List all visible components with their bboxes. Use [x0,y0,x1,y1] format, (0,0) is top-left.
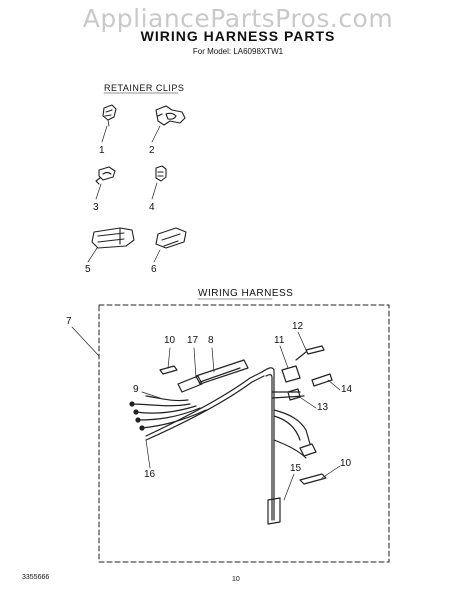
callout-14: 14 [341,384,353,395]
retainer-clip-3 [95,166,116,185]
wiring-harness [129,345,333,525]
callout-16: 16 [144,469,156,480]
harness-frame [98,304,390,563]
callout-10-top: 10 [164,335,176,346]
callout-10-bottom: 10 [340,458,352,469]
document-number: 3355666 [22,574,50,581]
callout-9: 9 [133,384,139,395]
clip-label-4: 4 [149,202,155,213]
retainer-clip-6 [155,227,187,249]
callout-8: 8 [208,335,214,346]
retainer-clip-1 [102,104,117,127]
wiring-harness-heading: WIRING HARNESS [198,288,294,299]
page-number: 10 [232,576,240,583]
retainer-clips-heading: RETAINER CLIPS [104,83,185,93]
clip-5-leader [87,247,98,263]
callout-15: 15 [290,463,302,474]
clip-label-6: 6 [151,264,157,275]
callout-17: 17 [187,335,199,346]
harness-leaders [141,331,341,501]
callout-13: 13 [317,402,329,413]
retainer-clip-4 [155,165,167,182]
clip-6-leader [153,249,161,263]
clip-2-leader [151,125,161,143]
page-title: WIRING HARNESS PARTS [140,28,336,44]
watermark: AppliancePartsPros.com [82,4,394,33]
clip-3-leader [95,183,102,200]
clip-label-2: 2 [149,145,155,156]
retainer-clip-5 [91,227,135,249]
clip-1-leader [101,125,108,143]
clip-label-3: 3 [93,202,99,213]
callout-7: 7 [66,316,72,327]
callout-12: 12 [292,321,304,332]
callout-11: 11 [274,335,285,346]
clip-4-leader [151,182,158,200]
clip-label-5: 5 [85,264,91,275]
model-subtitle: For Model: LA6098XTW1 [192,47,284,56]
clip-label-1: 1 [99,145,105,156]
retainer-clip-2 [155,105,186,126]
callout-7-leader [71,326,100,357]
